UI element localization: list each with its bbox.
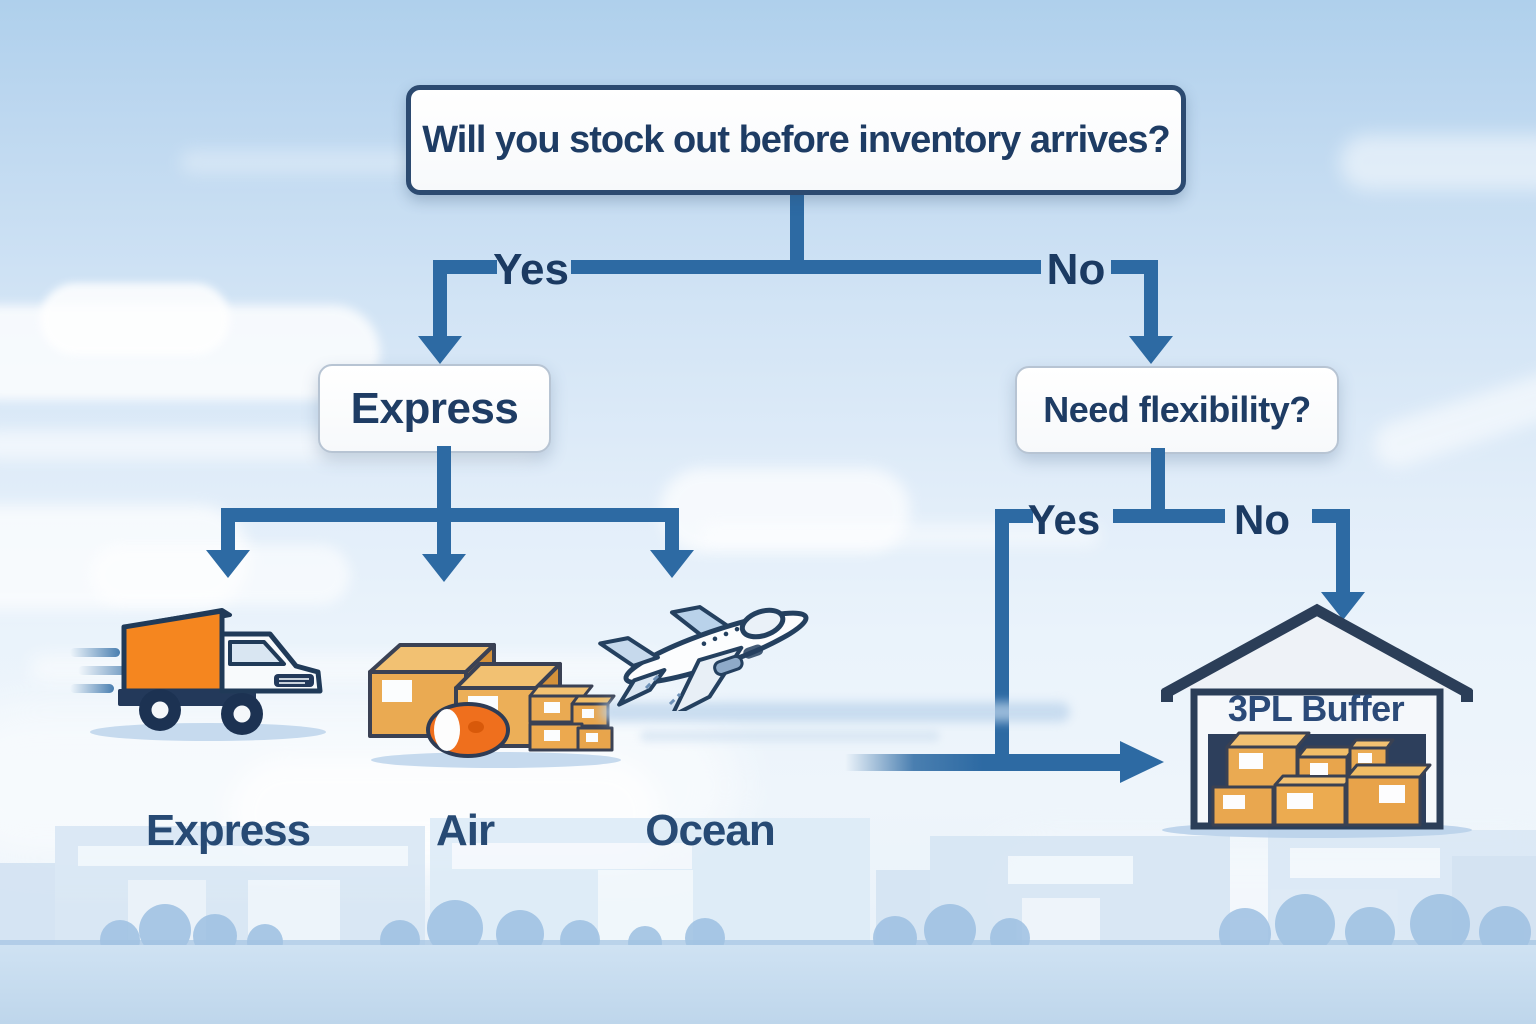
connector-flex-bar bbox=[1113, 509, 1225, 523]
arrowhead-mode-express bbox=[206, 550, 250, 578]
warehouse-label: 3PL Buffer bbox=[1227, 688, 1405, 729]
node-express: Express bbox=[318, 364, 551, 453]
cloud bbox=[1340, 135, 1536, 190]
connector-modes-bar bbox=[221, 508, 679, 522]
connector-mode-left bbox=[221, 508, 235, 552]
warehouse-icon bbox=[1161, 603, 1473, 838]
cloud bbox=[1368, 362, 1536, 473]
decision-node-root: Will you stock out before inventory arri… bbox=[406, 85, 1186, 195]
mode-label-air: Air bbox=[435, 806, 495, 855]
connector-buffer-arrow-shaft bbox=[845, 754, 1120, 771]
express-node-text: Express bbox=[350, 383, 519, 433]
connector-branch-left-elbow bbox=[433, 260, 497, 274]
node-need-flexibility: Need flexibility? bbox=[1015, 366, 1339, 454]
arrowhead-to-warehouse-side bbox=[1120, 741, 1164, 783]
flexibility-node-text: Need flexibility? bbox=[1043, 389, 1311, 430]
arrowhead-to-flexibility bbox=[1129, 336, 1173, 364]
mode-label-express: Express bbox=[145, 806, 311, 855]
arrowhead-to-express bbox=[418, 336, 462, 364]
cloud bbox=[40, 283, 230, 355]
plane-icon bbox=[598, 605, 809, 711]
branch-label-yes: Yes bbox=[493, 245, 569, 294]
connector-flex-stub bbox=[1151, 448, 1165, 523]
connector-no-drop bbox=[1144, 260, 1158, 338]
cloud bbox=[660, 468, 910, 553]
arrowhead-mode-air bbox=[422, 554, 466, 582]
plane-contrail bbox=[640, 730, 940, 742]
skyline-silhouette bbox=[0, 818, 1536, 1024]
connector-flex-yes-drop bbox=[995, 509, 1009, 771]
flex-label-no: No bbox=[1234, 496, 1290, 543]
connector-flex-no-drop bbox=[1336, 509, 1350, 594]
branch-label-no: No bbox=[1046, 245, 1106, 294]
boxes-icon bbox=[368, 643, 621, 768]
connector-root-stub bbox=[790, 183, 804, 274]
arrowhead-mode-ocean bbox=[650, 550, 694, 578]
connector-express-stub bbox=[437, 446, 451, 556]
connector-mode-right bbox=[665, 508, 679, 552]
truck-icon bbox=[70, 608, 326, 741]
mode-label-ocean: Ocean bbox=[645, 806, 776, 855]
connector-yes-drop bbox=[433, 260, 447, 338]
flex-label-yes: Yes bbox=[1027, 496, 1101, 543]
root-question-text: Will you stock out before inventory arri… bbox=[422, 118, 1171, 161]
connector-branch-middle bbox=[571, 260, 1041, 274]
